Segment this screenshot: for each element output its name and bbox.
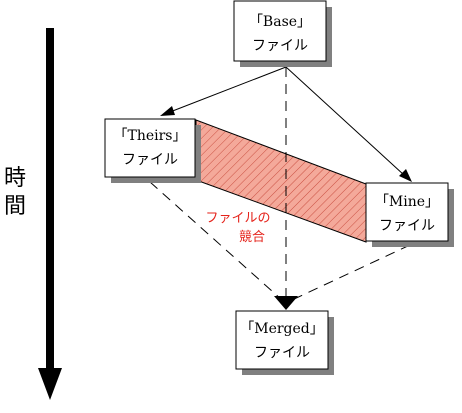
merged-label: 「Merged」 [240, 321, 324, 337]
time-arrow [38, 28, 62, 400]
conflict-label-line2: 競合 [239, 230, 265, 245]
mine-file-label: ファイル [379, 218, 435, 234]
theirs-label: 「Theirs」 [114, 128, 187, 144]
merged-file-label: ファイル [254, 345, 310, 361]
time-label-1: 時 [4, 166, 26, 191]
merged-file-box: 「Merged」 ファイル [235, 310, 334, 375]
theirs-file-label: ファイル [122, 152, 178, 168]
merge-lines [149, 67, 411, 301]
theirs-file-box: 「Theirs」 ファイル [104, 118, 201, 183]
time-label-2: 間 [4, 194, 26, 219]
mine-label: 「Mine」 [375, 194, 439, 210]
base-to-mine-arrow [285, 66, 412, 182]
base-file-box: 「Base」 ファイル [233, 0, 332, 67]
base-label: 「Base」 [249, 14, 311, 30]
base-to-theirs-arrow [160, 66, 287, 116]
conflict-label-line1: ファイルの [205, 211, 270, 226]
mine-file-box: 「Mine」 ファイル [365, 182, 454, 247]
base-file-label: ファイル [252, 38, 308, 54]
merge-arrowhead [274, 296, 298, 310]
